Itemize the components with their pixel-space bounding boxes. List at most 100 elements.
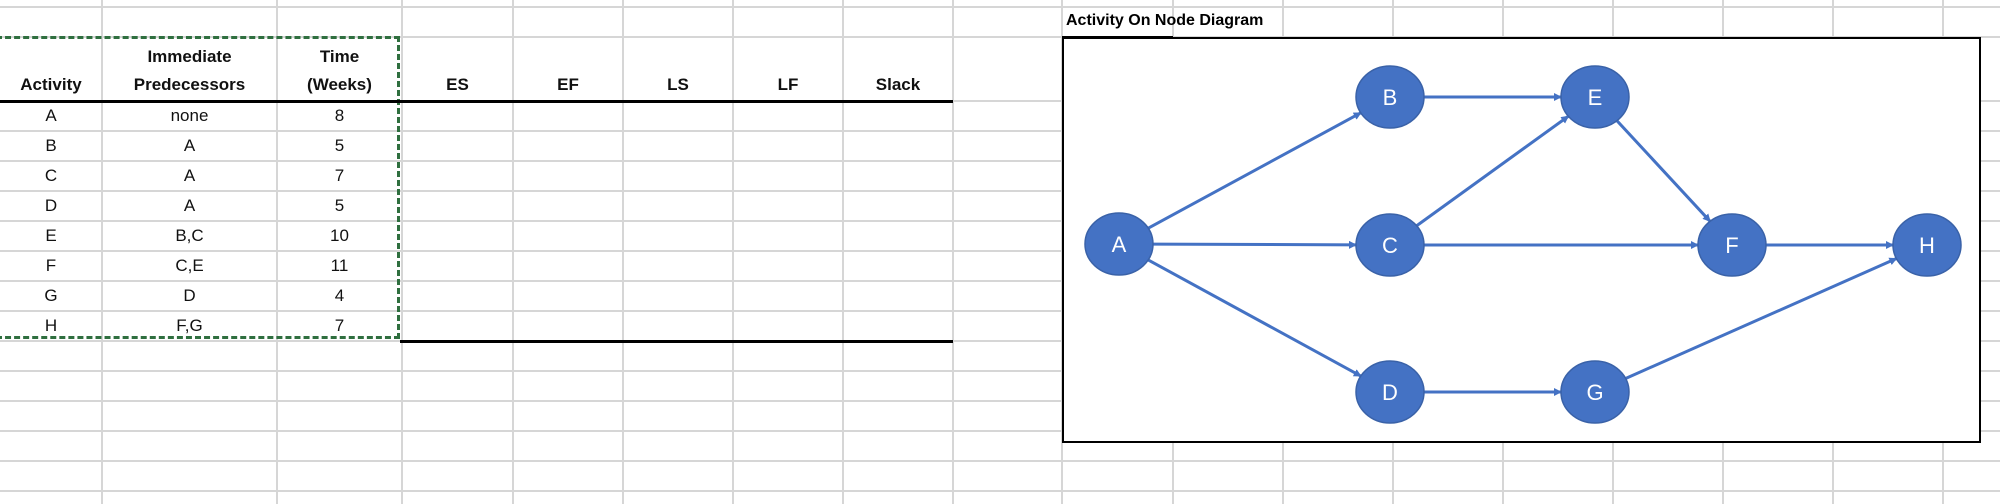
node-A[interactable]: A — [1084, 212, 1154, 276]
cell-ef-empty[interactable] — [513, 161, 623, 191]
cell-predecessors[interactable]: F,G — [176, 316, 203, 335]
header-line: (Weeks) — [307, 75, 372, 94]
header-ls[interactable]: LS — [623, 37, 733, 99]
header-line: EF — [557, 75, 579, 94]
cell-ls-empty[interactable] — [623, 161, 733, 191]
node-label: G — [1586, 380, 1603, 405]
cell-time[interactable]: 11 — [330, 256, 349, 275]
node-F[interactable]: F — [1697, 213, 1767, 277]
cell-ef-empty[interactable] — [513, 251, 623, 281]
cell-lf-empty[interactable] — [733, 311, 843, 341]
cell-time[interactable]: 5 — [334, 136, 345, 155]
node-C[interactable]: C — [1355, 213, 1425, 277]
cell-lf-empty[interactable] — [733, 251, 843, 281]
header-activity[interactable]: Activity — [0, 37, 102, 99]
cell-ls-empty[interactable] — [623, 251, 733, 281]
cell-time[interactable]: 8 — [334, 106, 345, 125]
cell-slack-empty[interactable] — [843, 101, 953, 131]
node-label: B — [1383, 85, 1398, 110]
cell-ef-empty[interactable] — [513, 311, 623, 341]
cell-es-empty[interactable] — [402, 281, 513, 311]
cell-es-empty[interactable] — [402, 161, 513, 191]
node-circle — [1560, 360, 1630, 424]
cell-activity[interactable]: C — [44, 166, 58, 185]
cell-ef-empty[interactable] — [513, 281, 623, 311]
cell-time[interactable]: 5 — [334, 196, 345, 215]
cell-lf-empty[interactable] — [733, 101, 843, 131]
header-slack[interactable]: Slack — [843, 37, 953, 99]
cell-time[interactable]: 7 — [334, 166, 345, 185]
cell-ls-empty[interactable] — [623, 191, 733, 221]
header-line: LF — [777, 75, 799, 94]
cell-slack-empty[interactable] — [843, 161, 953, 191]
cell-lf-empty[interactable] — [733, 191, 843, 221]
table-bottom-border — [400, 340, 953, 343]
header-time[interactable]: Time(Weeks) — [277, 37, 402, 99]
cell-ls-empty[interactable] — [623, 311, 733, 341]
header-ef[interactable]: EF — [513, 37, 623, 99]
cell-ef-empty[interactable] — [513, 101, 623, 131]
cell-predecessors[interactable]: none — [170, 106, 209, 125]
cell-slack-empty[interactable] — [843, 221, 953, 251]
cell-ls-empty[interactable] — [623, 281, 733, 311]
node-circle — [1697, 213, 1767, 277]
cell-slack-empty[interactable] — [843, 281, 953, 311]
cell-es-empty[interactable] — [402, 191, 513, 221]
cell-lf-empty[interactable] — [733, 131, 843, 161]
header-line: Immediate — [147, 47, 232, 66]
node-circle — [1355, 360, 1425, 424]
header-line: LS — [667, 75, 689, 94]
cell-slack-empty[interactable] — [843, 311, 953, 341]
cell-es-empty[interactable] — [402, 311, 513, 341]
cell-predecessors[interactable]: A — [183, 136, 196, 155]
node-E[interactable]: E — [1560, 65, 1630, 129]
cell-activity[interactable]: H — [44, 316, 58, 335]
cell-time[interactable]: 7 — [334, 316, 345, 335]
cell-ef-empty[interactable] — [513, 221, 623, 251]
node-B[interactable]: B — [1355, 65, 1425, 129]
cell-predecessors[interactable]: C,E — [175, 256, 204, 275]
cell-predecessors[interactable]: A — [183, 196, 196, 215]
cell-activity[interactable]: E — [45, 226, 57, 245]
node-D[interactable]: D — [1355, 360, 1425, 424]
cell-slack-empty[interactable] — [843, 191, 953, 221]
cell-time[interactable]: 4 — [334, 286, 345, 305]
cell-predecessors[interactable]: B,C — [175, 226, 204, 245]
header-line: Predecessors — [133, 75, 246, 94]
cell-activity[interactable]: D — [44, 196, 58, 215]
cell-lf-empty[interactable] — [733, 281, 843, 311]
cell-lf-empty[interactable] — [733, 161, 843, 191]
cell-activity[interactable]: G — [44, 286, 58, 305]
arrow-A-D — [1147, 258, 1362, 378]
cell-activity[interactable]: A — [45, 106, 57, 125]
node-circle — [1892, 213, 1962, 277]
copy-selection-marquee — [0, 36, 400, 339]
node-label: E — [1588, 85, 1603, 110]
cell-es-empty[interactable] — [402, 101, 513, 131]
cell-slack-empty[interactable] — [843, 251, 953, 281]
cell-activity[interactable]: B — [45, 136, 57, 155]
node-H[interactable]: H — [1892, 213, 1962, 277]
node-circle — [1560, 65, 1630, 129]
cell-slack-empty[interactable] — [843, 131, 953, 161]
cell-ls-empty[interactable] — [623, 101, 733, 131]
cell-ls-empty[interactable] — [623, 221, 733, 251]
activity-on-node-diagram[interactable]: A B C D E F G H — [1062, 37, 1981, 443]
cell-predecessors[interactable]: A — [183, 166, 196, 185]
cell-ef-empty[interactable] — [513, 131, 623, 161]
node-label: F — [1725, 233, 1738, 258]
header-lf[interactable]: LF — [733, 37, 843, 99]
cell-activity[interactable]: F — [45, 256, 57, 275]
cell-time[interactable]: 10 — [330, 226, 349, 245]
header-bottom-border — [0, 100, 953, 103]
cell-predecessors[interactable]: D — [183, 286, 196, 305]
cell-lf-empty[interactable] — [733, 221, 843, 251]
node-G[interactable]: G — [1560, 360, 1630, 424]
cell-ef-empty[interactable] — [513, 191, 623, 221]
header-es[interactable]: ES — [402, 37, 513, 99]
cell-es-empty[interactable] — [402, 131, 513, 161]
cell-ls-empty[interactable] — [623, 131, 733, 161]
cell-es-empty[interactable] — [402, 221, 513, 251]
cell-es-empty[interactable] — [402, 251, 513, 281]
